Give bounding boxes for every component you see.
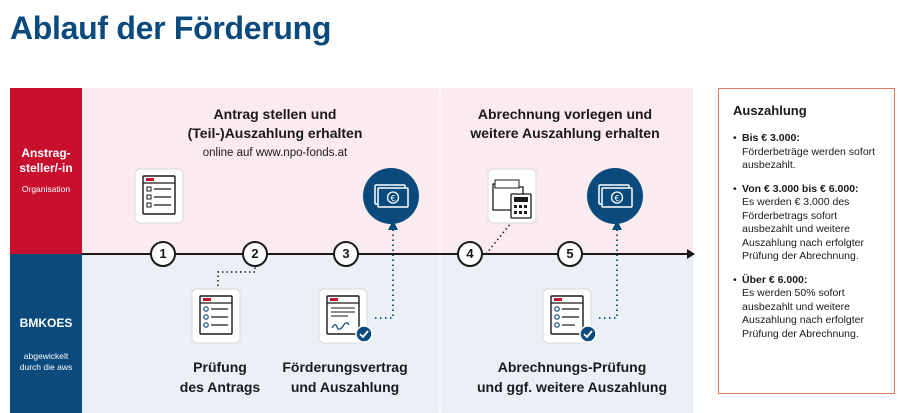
form-icon: [134, 168, 184, 224]
phase-1-subtitle: online auf www.npo-fonds.at: [202, 147, 348, 159]
lane-name-applicant: Anstrag- steller/-in: [19, 146, 73, 175]
payout-item-text: Es werden € 3.000 des Förderbetrags sofo…: [742, 196, 864, 262]
payout-box-title: Auszahlung: [733, 103, 807, 118]
money-icon: €: [587, 168, 643, 224]
money-icon: €: [363, 168, 419, 224]
checklist-icon: [191, 288, 241, 344]
payout-item: • Bis € 3.000: Förderbeträge werden sofo…: [733, 132, 882, 173]
page-title: Ablauf der Förderung: [10, 10, 332, 46]
bullet-icon: •: [733, 132, 737, 144]
payout-item-text: Es werden 50% sofort ausbezahlt und weit…: [742, 287, 864, 340]
step-4: 4: [457, 241, 483, 267]
payout-list: • Bis € 3.000: Förderbeträge werden sofo…: [733, 132, 882, 341]
lane-label-applicant: Anstrag- steller/-in Organisation: [10, 88, 82, 254]
phase-divider: [439, 88, 441, 413]
svg-text:€: €: [390, 194, 395, 203]
lane-label-bmkoes: BMKOES abgewickelt durch die aws: [10, 254, 82, 413]
payout-item: • Von € 3.000 bis € 6.000: Es werden € 3…: [733, 183, 882, 264]
payout-item-head: Über € 6.000:: [742, 273, 808, 286]
label-antragspruefung: Prüfung des Antrags: [179, 359, 261, 395]
bullet-icon: •: [733, 273, 737, 286]
connector-step-4: [485, 217, 516, 255]
payout-item-text: Förderbeträge werden sofort ausbezahlt.: [742, 145, 876, 172]
step-2: 2: [242, 241, 268, 267]
payout-item-head: Bis € 3.000:: [742, 132, 800, 144]
step-3: 3: [333, 241, 359, 267]
label-abrechnungspruefung: Abrechnungs-Prüfung und ggf. weitere Aus…: [476, 359, 668, 395]
payout-info-box: Auszahlung • Bis € 3.000: Förderbeträge …: [718, 88, 895, 394]
step-1: 1: [150, 241, 176, 267]
connector-step-5-money: [599, 228, 618, 319]
timeline-arrow-icon: [687, 249, 695, 259]
lane-sub-bmkoes: abgewickelt durch die aws: [19, 351, 73, 372]
step-5: 5: [557, 241, 583, 267]
label-foerderungsvertrag: Förderungsvertrag und Auszahlung: [282, 359, 408, 395]
timeline: [82, 253, 688, 255]
arrowhead-step-5: [612, 220, 622, 230]
connector-step-3-money: [375, 228, 394, 319]
lane-name-bmkoes: BMKOES: [19, 316, 73, 330]
folder-calculator-icon: [487, 168, 537, 224]
svg-text:€: €: [614, 194, 619, 203]
phase-1-title: Antrag stellen und (Teil-)Auszahlung erh…: [187, 106, 363, 141]
bullet-icon: •: [733, 182, 737, 195]
payout-item-head: Von € 3.000 bis € 6.000:: [742, 182, 859, 195]
checklist-approved-icon: [542, 288, 597, 344]
arrowhead-step-3: [388, 220, 398, 230]
lane-sub-applicant: Organisation: [21, 184, 71, 194]
payout-item: • Über € 6.000: Es werden 50% sofort aus…: [733, 274, 882, 342]
signed-contract-icon: [318, 288, 373, 344]
phase-2-title: Abrechnung vorlegen und weitere Auszahlu…: [470, 106, 660, 141]
